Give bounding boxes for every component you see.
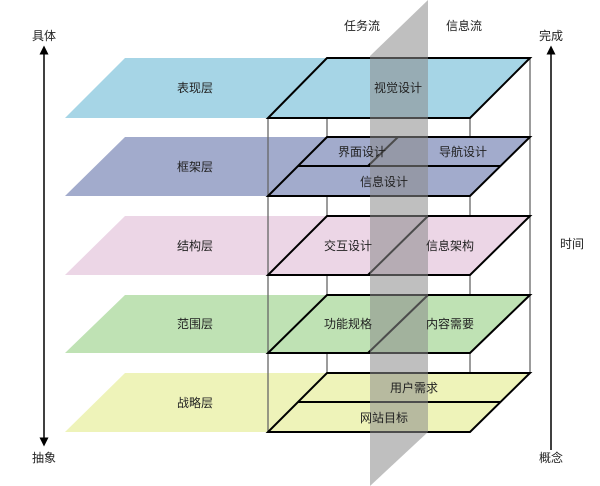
label-concrete: 具体	[32, 29, 56, 43]
layer-name-surface: 表现层	[177, 81, 213, 95]
label-time: 时间	[560, 237, 584, 251]
cell-visual-design: 视觉设计	[374, 80, 422, 95]
cell-functional-spec: 功能规格	[324, 316, 372, 331]
cell-navigation-design: 导航设计	[439, 144, 487, 159]
cell-site-objectives: 网站目标	[360, 411, 408, 425]
label-info-flow: 信息流	[446, 18, 482, 33]
label-task-flow: 任务流	[344, 18, 380, 33]
layer-name-skeleton: 框架层	[177, 160, 213, 174]
cell-user-needs: 用户需求	[390, 380, 438, 395]
label-abstract: 抽象	[32, 451, 56, 465]
cell-interface-design: 界面设计	[338, 145, 386, 159]
label-concept: 概念	[539, 450, 563, 465]
cell-information-architecture: 信息架构	[426, 238, 474, 253]
cell-information-design: 信息设计	[360, 174, 408, 189]
layer-name-scope: 范围层	[177, 317, 213, 331]
layer-name-structure: 结构层	[177, 238, 213, 253]
layer-name-strategy: 战略层	[177, 395, 213, 410]
label-complete: 完成	[539, 28, 563, 43]
cell-interaction-design: 交互设计	[324, 238, 372, 253]
cell-content-requirements: 内容需要	[426, 316, 474, 331]
flow-divider-plane	[370, 0, 428, 486]
